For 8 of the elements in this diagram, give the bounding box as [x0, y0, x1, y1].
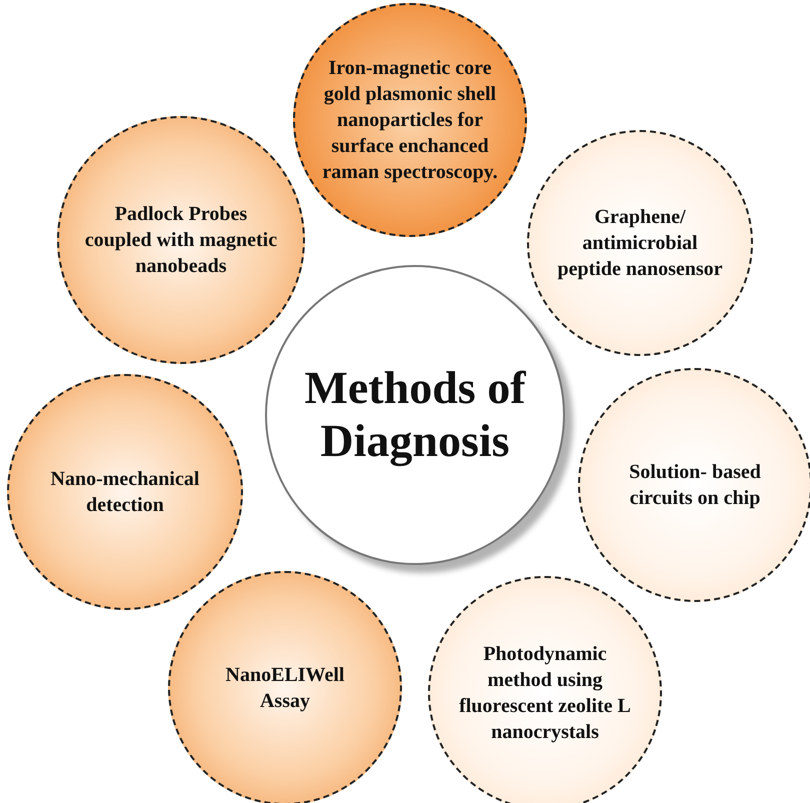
node-label: Iron-magnetic core gold plasmonic shell nanoparticles for surface enchanced raman spectroscopy.	[321, 56, 499, 185]
node-label: Graphene/ antimicrobial peptide nanosensor	[556, 205, 724, 282]
node-label: NanoELIWell Assay	[224, 663, 346, 714]
node-label: Methods of Diagnosis	[303, 362, 527, 468]
node-label: Nano-mechanical detection	[50, 467, 200, 518]
node-label: Solution- based circuits on chip	[628, 460, 762, 511]
node-label: Padlock Probes coupled with magnetic nanobeads	[84, 202, 278, 279]
node-label: Photodynamic method using fluorescent zeolite L nanocrystals	[458, 642, 632, 745]
